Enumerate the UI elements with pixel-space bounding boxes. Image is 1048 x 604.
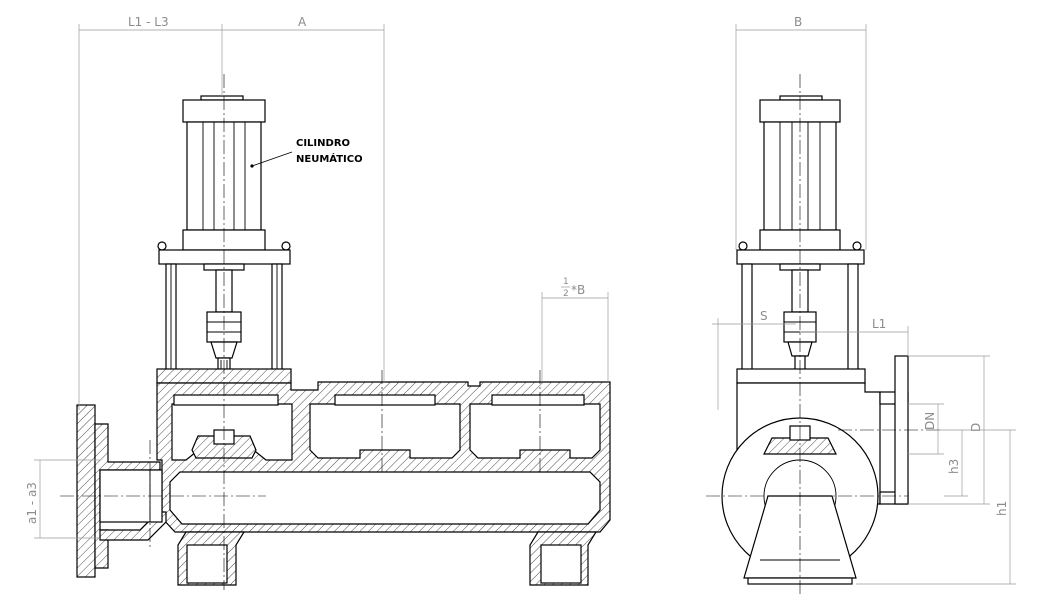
dim-l1-l3: L1 - L3 bbox=[128, 15, 169, 29]
label-cilindro: CILINDRO bbox=[296, 138, 350, 149]
dim-h1: h1 bbox=[995, 501, 1009, 516]
inner-chamber-3 bbox=[469, 403, 601, 459]
dim-half-suffix: *B bbox=[571, 283, 585, 297]
label-neumatico: NEUMÁTICO bbox=[296, 152, 363, 165]
side-outlet-flange bbox=[879, 355, 909, 505]
side-mounting-plate bbox=[736, 368, 866, 384]
inlet-pipe bbox=[76, 404, 167, 578]
cylinder-annotation: CILINDRO NEUMÁTICO bbox=[250, 138, 363, 168]
dim-half-den: 2 bbox=[563, 289, 569, 299]
dim-d: D bbox=[969, 423, 983, 432]
side-view bbox=[706, 74, 940, 596]
leader-dot bbox=[250, 164, 254, 168]
front-section-view bbox=[60, 74, 611, 590]
lower-bore bbox=[169, 471, 601, 525]
dim-dn: DN bbox=[923, 412, 937, 430]
support-legs bbox=[177, 531, 598, 586]
dim-a1-a3: a1 - a3 bbox=[25, 482, 39, 524]
dim-half-num: 1 bbox=[563, 277, 569, 287]
dim-a: A bbox=[298, 15, 307, 29]
dim-s: S bbox=[760, 309, 768, 323]
dim-l1: L1 bbox=[872, 317, 886, 331]
dim-b: B bbox=[794, 15, 802, 29]
dimensions: L1 - L3 A B 1 2 *B S L1 DN D bbox=[25, 15, 1016, 585]
inner-chamber-2 bbox=[309, 403, 461, 459]
dim-h3: h3 bbox=[947, 459, 961, 474]
side-pneumatic-cylinder bbox=[736, 95, 865, 271]
